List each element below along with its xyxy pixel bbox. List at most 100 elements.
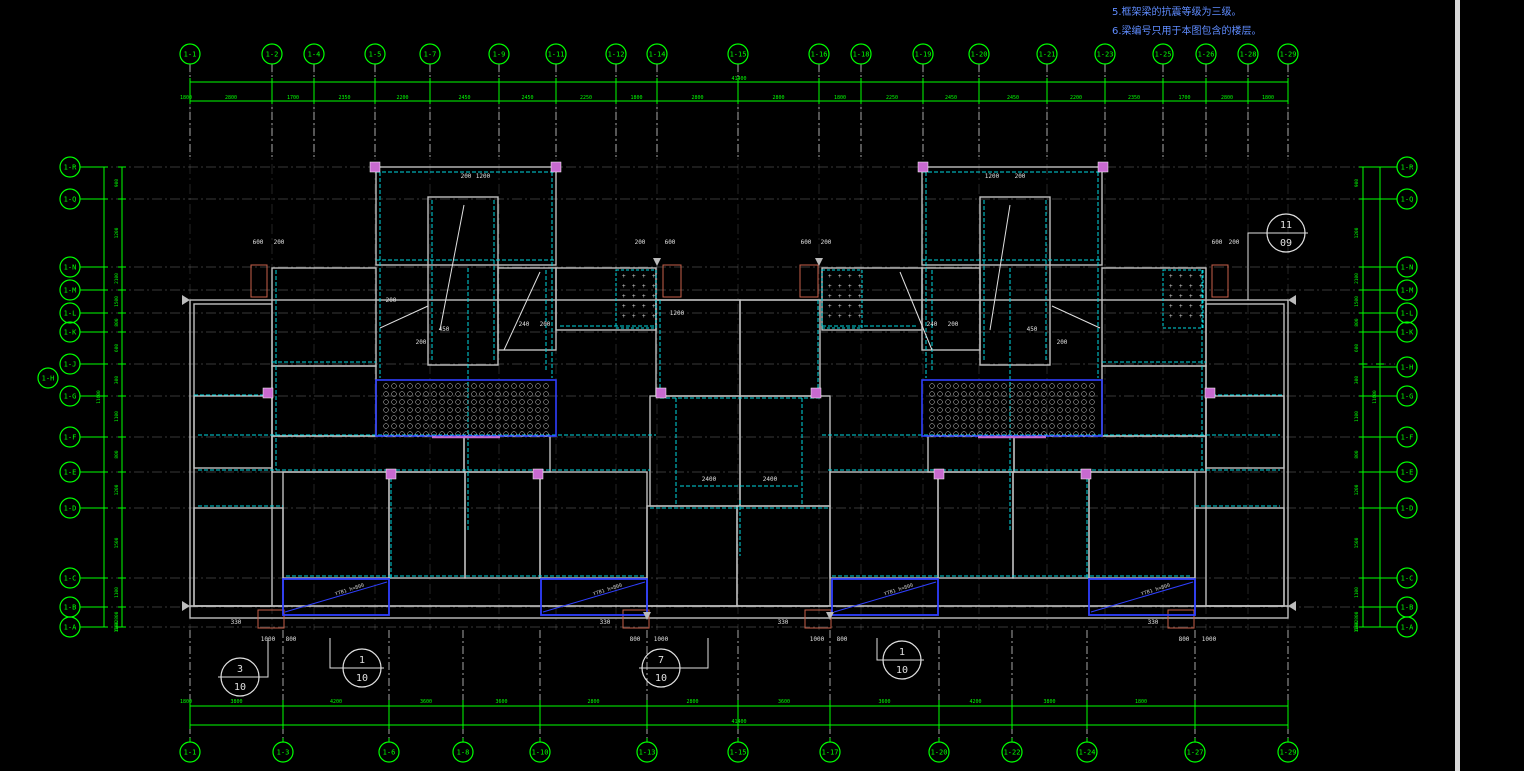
shaft-plus: +	[1169, 283, 1173, 290]
detail-dim-18: 450	[1027, 326, 1038, 333]
hatch-dot	[961, 415, 967, 421]
hatch-dot	[985, 383, 991, 389]
dim-top-seg-5: 2450	[458, 95, 470, 101]
hatch-dot	[471, 407, 477, 413]
axis-bottom-1-27: 1-27	[1187, 749, 1204, 757]
stair-core-left	[427, 196, 499, 366]
hatch-dot	[985, 391, 991, 397]
hatch-dot	[1057, 415, 1063, 421]
hatch-dot	[399, 407, 405, 413]
hatch-dot	[471, 399, 477, 405]
axis-left-1-Q: 1-Q	[64, 196, 77, 204]
hatch-dot	[945, 415, 951, 421]
hatch-dot	[1081, 383, 1087, 389]
outer-wall	[189, 299, 1289, 607]
dim-top-seg-1: 2800	[225, 95, 237, 101]
shaft-plus: +	[1179, 303, 1183, 310]
axis-top-1-20-circle	[968, 43, 990, 65]
column-2	[917, 161, 929, 173]
shaft-plus: +	[828, 293, 832, 300]
dim-right-seg-10: 1500	[1354, 537, 1360, 548]
scrollbar-track[interactable]	[1455, 0, 1460, 771]
hatch-dot	[969, 383, 975, 389]
detail-dim-6: 200	[386, 297, 397, 304]
hatch-dot	[423, 383, 429, 389]
axis-top-1-12: 1-12	[608, 51, 625, 59]
hatch-dot	[391, 407, 397, 413]
axis-right-1-N: 1-N	[1401, 264, 1414, 272]
slab-box-diag-2	[833, 581, 937, 613]
hatch-dot	[1089, 423, 1095, 429]
hatch-dot	[543, 431, 549, 437]
room-right-11	[937, 471, 1014, 579]
hatch-dot	[1049, 415, 1055, 421]
detail-dim-3: 1200	[476, 173, 491, 180]
hatch-dot	[399, 423, 405, 429]
axis-top-1-9-circle	[488, 43, 510, 65]
shaft-plus: +	[1189, 303, 1193, 310]
dim-right-total: 11600	[1372, 390, 1378, 404]
shaft-plus: +	[1169, 303, 1173, 310]
detail-dim-31: 1000	[810, 636, 825, 643]
hatch-dot	[495, 383, 501, 389]
hatch-dot	[519, 383, 525, 389]
section-marker-3	[1288, 601, 1296, 611]
axis-right-1-B: 1-B	[1401, 604, 1414, 612]
stair-block-left	[375, 166, 557, 266]
hatch-dot	[455, 391, 461, 397]
hatch-dot	[463, 399, 469, 405]
hatch-dot	[945, 383, 951, 389]
axis-right-1-H: 1-H	[1401, 364, 1414, 372]
hatch-dot	[511, 415, 517, 421]
hatch-dot	[463, 383, 469, 389]
column-0	[369, 161, 381, 173]
balcony-stub-2	[662, 264, 682, 298]
slab-box-diag-0	[284, 581, 388, 613]
axis-bottom-1-3: 1-3	[277, 749, 290, 757]
hatch-dot	[479, 383, 485, 389]
axis-top-1-18-circle	[850, 43, 872, 65]
hatch-dot	[383, 383, 389, 389]
hatch-dot	[439, 391, 445, 397]
hatch-dot	[471, 383, 477, 389]
dim-top-seg-16: 2350	[1128, 95, 1140, 101]
shaft-2	[1162, 269, 1204, 329]
shaft-plus: +	[632, 273, 636, 280]
callout-top-2: 7	[658, 655, 664, 666]
dim-left-seg-9: 1200	[114, 484, 120, 495]
callout-leader-1	[329, 638, 381, 669]
hatch-dot	[439, 407, 445, 413]
column-4	[262, 387, 274, 399]
room-right-6	[1205, 395, 1285, 469]
hatch-dot	[1001, 415, 1007, 421]
hatch-dot	[431, 415, 437, 421]
hatch-dot	[1081, 407, 1087, 413]
hatch-dot	[535, 391, 541, 397]
axis-bottom-1-24: 1-24	[1079, 749, 1096, 757]
detail-dim-20: 240	[927, 321, 938, 328]
hatch-dot	[1009, 383, 1015, 389]
hatch-dot	[383, 415, 389, 421]
hatch-dot	[415, 415, 421, 421]
hatch-dot	[1049, 431, 1055, 437]
hatch-dot	[431, 407, 437, 413]
balcony-stub-4	[1211, 264, 1229, 298]
shaft-plus: +	[848, 283, 852, 290]
shaft-plus: +	[858, 303, 862, 310]
hatch-dot	[535, 423, 541, 429]
hatch-dot	[1065, 399, 1071, 405]
hatch-dot	[993, 399, 999, 405]
hatch-dot	[519, 415, 525, 421]
hatch-dot	[1041, 423, 1047, 429]
axis-left-1-K: 1-K	[64, 329, 77, 337]
detail-dim-33: 330	[1148, 619, 1159, 626]
room-center-4	[739, 395, 831, 507]
hatch-dot	[383, 391, 389, 397]
axis-top-1-20: 1-20	[971, 51, 988, 59]
hatch-dot	[423, 391, 429, 397]
hatch-dot	[1049, 423, 1055, 429]
hatch-dot	[391, 431, 397, 437]
hatch-dot	[1001, 423, 1007, 429]
dim-top-seg-13: 2450	[945, 95, 957, 101]
hatch-dot	[1049, 383, 1055, 389]
